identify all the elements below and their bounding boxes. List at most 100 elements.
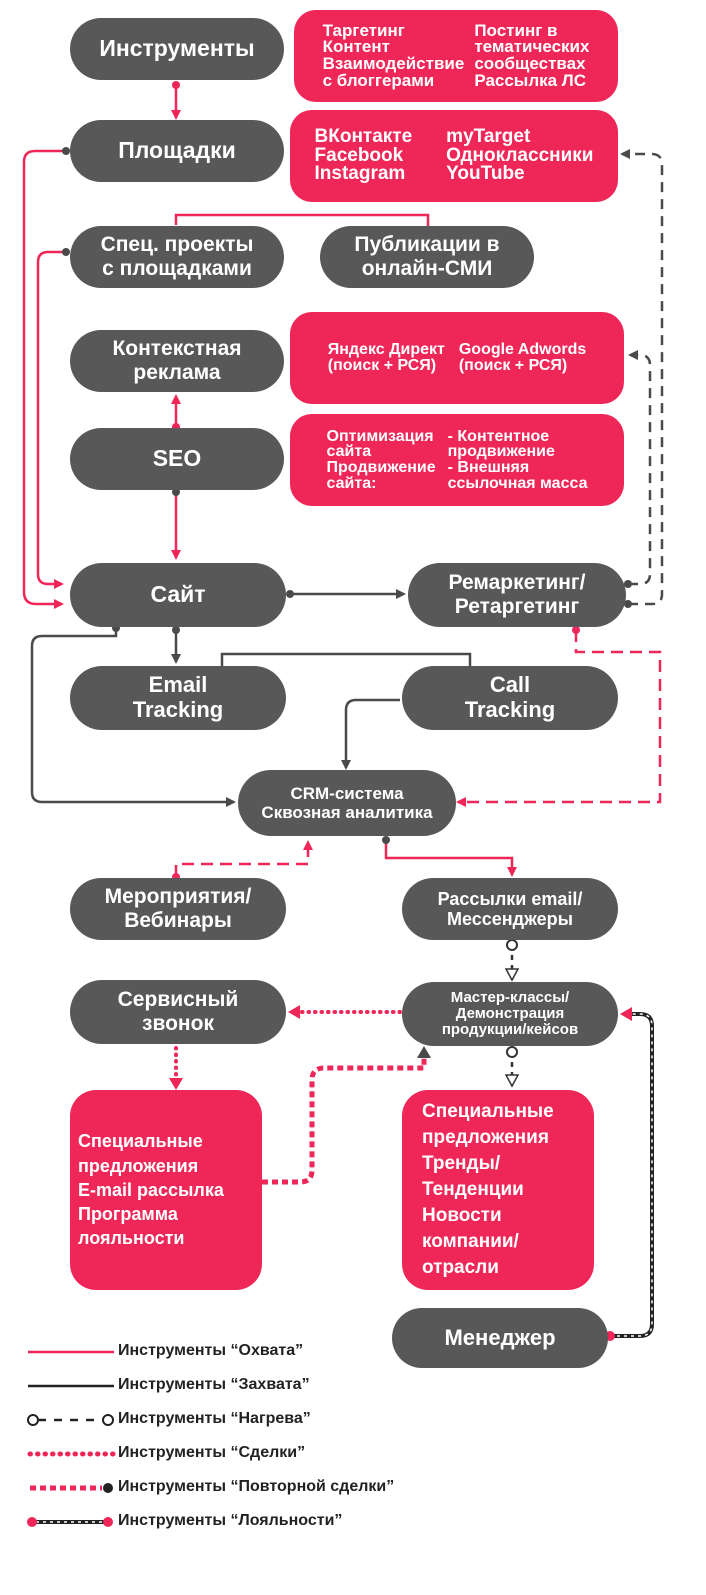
box-line: лояльности bbox=[78, 1228, 185, 1249]
node-email-tracking-line: Tracking bbox=[132, 697, 224, 722]
connector-dots bbox=[62, 81, 632, 1341]
node-site-line: Сайт bbox=[150, 581, 206, 608]
box-line: предложения bbox=[78, 1155, 199, 1176]
box-line: - Контентное bbox=[447, 427, 550, 445]
box-line: продвижение bbox=[447, 443, 555, 461]
box-line: отрасли bbox=[422, 1257, 499, 1279]
conn-crm-mailings bbox=[384, 840, 517, 877]
box-line: ссылочная масса bbox=[447, 474, 588, 492]
box-line: тематических bbox=[474, 37, 590, 57]
box-line: Взаимодействие bbox=[322, 54, 465, 73]
node-publications-line: онлайн-СМИ bbox=[361, 257, 493, 280]
node-context-ads: Контекстная реклама bbox=[70, 330, 284, 392]
box-line: Специальные bbox=[422, 1100, 554, 1122]
box-line: Instagram bbox=[314, 163, 406, 185]
node-special-projects-line: Спец. проекты bbox=[100, 233, 254, 257]
legend-label-deal: Инструменты “Сделки” bbox=[118, 1444, 306, 1461]
node-crm-line: CRM-система bbox=[290, 783, 404, 803]
pink-dashed-connectors bbox=[174, 630, 662, 877]
legend-label-capture: Инструменты “Захвата” bbox=[118, 1376, 310, 1393]
deal-arrowhead-left bbox=[288, 1005, 300, 1019]
conn-repeatoffers-masterclasses bbox=[262, 1054, 427, 1185]
box-line: сообществах bbox=[474, 54, 586, 73]
conn-site-crm bbox=[30, 628, 236, 807]
node-remarketing-line: Ретаргетинг bbox=[454, 595, 580, 618]
box-line: Новости bbox=[422, 1205, 502, 1226]
box-line: (поиск + РСЯ) bbox=[458, 357, 568, 374]
node-manager: Менеджер bbox=[392, 1308, 608, 1368]
box-line: E-mail рассылка bbox=[78, 1179, 224, 1200]
node-context-ads-line: Контекстная bbox=[112, 337, 242, 361]
box-line: Программа bbox=[78, 1204, 178, 1225]
box-line: Оптимизация bbox=[326, 427, 434, 445]
dot bbox=[624, 580, 632, 588]
node-call-tracking-line: Tracking bbox=[464, 697, 556, 722]
dot bbox=[506, 939, 518, 951]
box-col: Постинг в тематических сообществах Рассы… bbox=[474, 20, 590, 90]
node-crm-line: Сквозная аналитика bbox=[261, 803, 433, 822]
legend-swatch-repeat bbox=[30, 1483, 113, 1493]
box-line: myTarget bbox=[446, 126, 531, 148]
dot bbox=[172, 81, 180, 89]
box-col: ВКонтакте Facebook Instagram bbox=[314, 127, 413, 185]
legend-swatch-warming bbox=[27, 1414, 114, 1426]
conn-specprojects-publications bbox=[174, 213, 430, 227]
loyalty-connectors bbox=[610, 1012, 654, 1338]
node-platforms: Площадки bbox=[70, 120, 284, 182]
loyalty-arrowhead bbox=[620, 1007, 632, 1021]
node-email-tracking-line: Email bbox=[148, 672, 208, 698]
box-line: компании/ bbox=[422, 1231, 519, 1253]
box-line: Тенденции bbox=[422, 1178, 524, 1200]
node-call-tracking: Call Tracking bbox=[402, 666, 618, 730]
repeat-arrowhead bbox=[417, 1046, 431, 1058]
conn-manager-masterclasses bbox=[610, 1012, 654, 1338]
loyalty-gap-overlay bbox=[610, 1013, 653, 1337]
dot bbox=[286, 590, 294, 598]
box-line: Контент bbox=[322, 37, 390, 57]
box-line: - Внешняя bbox=[447, 459, 530, 476]
box-line: предложения bbox=[422, 1126, 549, 1148]
node-mailings-line: Рассылки email/ bbox=[437, 888, 583, 909]
dot bbox=[62, 147, 70, 155]
conn-remarketing-platforms bbox=[620, 149, 664, 606]
legend-swatches bbox=[27, 1350, 117, 1527]
node-email-tracking: Email Tracking bbox=[70, 666, 286, 730]
node-events-line: Мероприятия/ bbox=[104, 885, 252, 909]
legend-label-repeat: Инструменты “Повторной сделки” bbox=[118, 1478, 395, 1495]
node-mailings-line: Мессенджеры bbox=[447, 909, 573, 929]
conn-platforms-site bbox=[22, 149, 66, 609]
node-platforms-line: Площадки bbox=[118, 137, 236, 164]
dot bbox=[62, 248, 70, 256]
conn-remarketing-context bbox=[628, 350, 652, 586]
node-crm: CRM-система Сквозная аналитика bbox=[238, 770, 456, 836]
box-line: Продвижение bbox=[326, 459, 436, 476]
node-master-classes-line: Демонстрация bbox=[455, 1005, 565, 1023]
box-seo: Оптимизация сайта Продвижение сайта: - К… bbox=[290, 414, 624, 506]
conn-events-crm bbox=[174, 840, 313, 877]
box-platforms: ВКонтакте Facebook Instagram myTarget Од… bbox=[290, 110, 618, 202]
node-master-classes: Мастер-классы/ Демонстрация продукции/ке… bbox=[402, 982, 618, 1046]
legend-swatch-loyalty bbox=[27, 1517, 113, 1527]
box-line: Одноклассники bbox=[446, 144, 594, 166]
box-line: Тренды/ bbox=[422, 1152, 501, 1174]
dot bbox=[624, 600, 632, 608]
node-special-projects-line: с площадками bbox=[102, 257, 252, 280]
conn-email-call bbox=[220, 652, 472, 667]
node-publications-line: Публикации в bbox=[354, 233, 500, 257]
dot bbox=[572, 626, 580, 634]
node-remarketing: Ремаркетинг/ Ретаргетинг bbox=[408, 563, 626, 627]
deal-connectors bbox=[174, 1010, 402, 1086]
node-instruments-line: Инструменты bbox=[99, 35, 255, 62]
retargeting-connectors bbox=[620, 149, 664, 606]
dot bbox=[172, 488, 180, 496]
box-context-ads: Яндекс Директ (поиск + РСЯ) Google Adwor… bbox=[290, 312, 624, 404]
box-line: Постинг в bbox=[474, 20, 558, 40]
box-line: YouTube bbox=[446, 163, 525, 185]
legend-label-warming: Инструменты “Нагрева” bbox=[118, 1410, 311, 1427]
dot bbox=[382, 836, 390, 844]
node-events-line: Вебинары bbox=[124, 909, 232, 932]
box-line: Таргетинг bbox=[322, 20, 405, 40]
box-col: myTarget Одноклассники YouTube bbox=[446, 126, 594, 185]
box-instruments-methods: Таргетинг Контент Взаимодействие с блогг… bbox=[294, 10, 618, 102]
